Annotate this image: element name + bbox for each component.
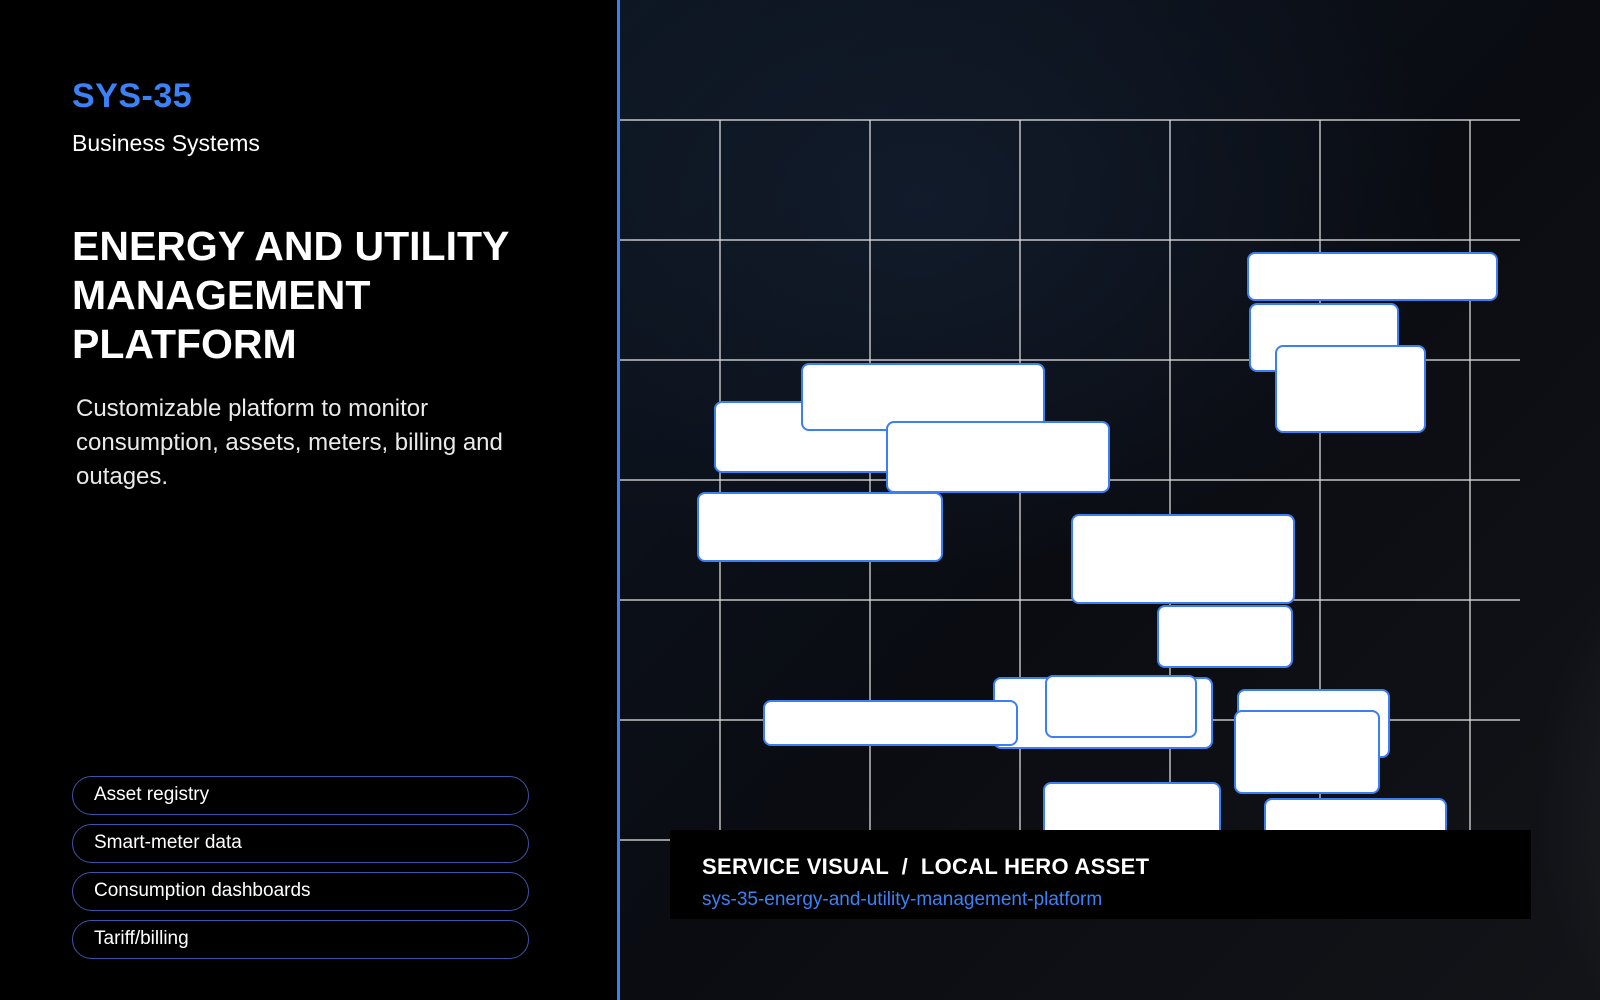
feature-pill-tariff-billing[interactable]: Tariff/billing [72, 920, 529, 959]
card-block [763, 700, 1018, 746]
feature-pill-asset-registry[interactable]: Asset registry [72, 776, 529, 815]
description: Customizable platform to monitor consump… [76, 395, 503, 490]
system-code: SYS-35 [72, 77, 193, 115]
card-block [1234, 710, 1380, 794]
caption-slug: sys-35-energy-and-utility-management-pla… [702, 889, 1103, 910]
card-block [697, 492, 943, 562]
category-label: Business Systems [72, 130, 260, 156]
page-title: ENERGY AND UTILITY MANAGEMENT PLATFORM [72, 222, 552, 369]
card-block [1247, 252, 1498, 301]
card-block [1157, 605, 1293, 668]
page-title-line-2: MANAGEMENT [72, 272, 371, 318]
page-title-line-1: ENERGY AND UTILITY [72, 223, 510, 269]
card-block [1275, 345, 1426, 433]
feature-pill-smart-meter-data[interactable]: Smart-meter data [72, 824, 529, 863]
card-block [1045, 675, 1197, 738]
left-panel: SYS-35 Business Systems ENERGY AND UTILI… [0, 0, 619, 1000]
hero-illustration [620, 119, 1520, 844]
visual-caption: SERVICE VISUAL / LOCAL HERO ASSET sys-35… [670, 830, 1531, 919]
caption-title: SERVICE VISUAL / LOCAL HERO ASSET [702, 854, 1150, 879]
card-cluster [697, 252, 1498, 844]
feature-pill-consumption-dashboards[interactable]: Consumption dashboards [72, 872, 529, 911]
card-block [1071, 514, 1295, 604]
panel-divider [617, 0, 620, 1000]
card-block [886, 421, 1110, 493]
feature-list: Asset registry Smart-meter data Consumpt… [72, 776, 529, 968]
card-block [801, 363, 1045, 431]
page-title-line-3: PLATFORM [72, 321, 297, 367]
